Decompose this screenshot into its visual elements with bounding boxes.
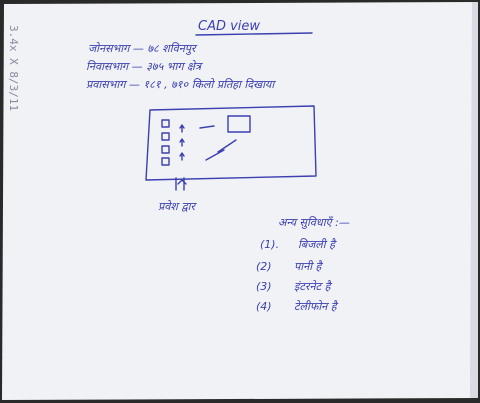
amenity-number-2: (2) <box>256 260 272 273</box>
amenity-text-2: पानी है <box>294 260 324 273</box>
text-line-2: निवासभाग — ३७५ भाग क्षेत्र <box>86 60 203 73</box>
floor-sketch <box>145 105 317 191</box>
amenity-text-1: बिजली है <box>298 238 337 251</box>
page-title: CAD view <box>198 19 260 34</box>
paper-sheet <box>2 2 478 400</box>
amenity-number-3: (3) <box>256 280 272 293</box>
amenities-heading: अन्य सुविधाएँ :— <box>278 216 350 229</box>
text-line-1: जोनसभाग — ७८ शविनपुर <box>88 42 198 55</box>
text-line-3: प्रवासभाग — १८१ , ७१० किलो प्रतिहा दिखाय… <box>86 78 276 91</box>
margin-scribble: 3.4x X 8/3/11 <box>7 25 20 111</box>
amenity-text-4: टेलीफोन है <box>294 300 339 313</box>
entrance-label: प्रवेश द्वार <box>158 200 198 213</box>
amenity-number-1: (1). <box>260 238 279 251</box>
amenity-number-4: (4) <box>256 300 272 313</box>
amenity-text-3: इंटरनेट है <box>294 280 333 293</box>
